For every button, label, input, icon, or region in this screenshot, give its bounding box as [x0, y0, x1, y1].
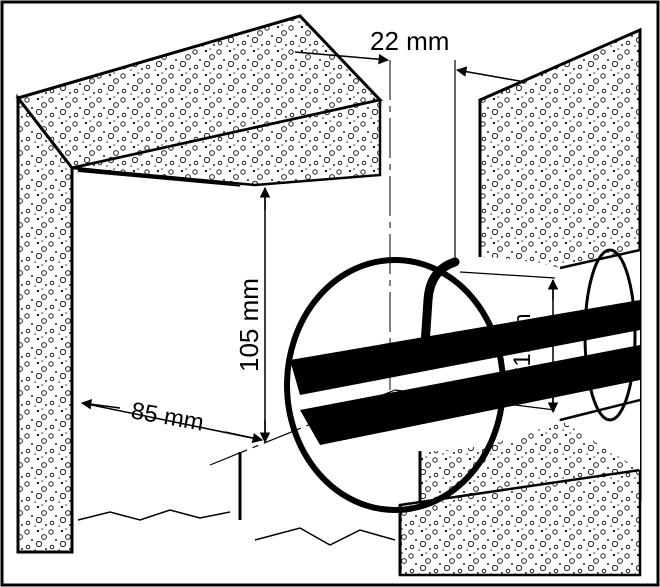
left-cabinet-front-band	[71, 98, 382, 187]
center-line-depth	[394, 389, 556, 411]
dim-61-extension-top	[459, 271, 556, 279]
dim-label-61mm: 61mm	[509, 313, 536, 380]
floor-line-center	[254, 527, 396, 546]
dim-label-22mm: 22 mm	[370, 26, 449, 56]
duct-stripe-lower	[300, 345, 640, 445]
cable-end	[419, 339, 432, 353]
cabinet-opening	[78, 172, 255, 552]
left-cabinet-side	[16, 93, 74, 554]
dim-label-105mm: 105 mm	[234, 278, 264, 372]
dim-22-arrow-left	[294, 51, 390, 65]
floor-line	[77, 509, 231, 521]
duct-end-ring	[583, 248, 637, 422]
dim-85-arrow-right	[224, 431, 264, 444]
round-opening	[284, 257, 506, 513]
dim-22-arrow-right	[455, 66, 526, 83]
cable	[420, 257, 460, 350]
center-line-horizontal	[209, 389, 396, 466]
duct-bottom-edge	[559, 398, 641, 422]
